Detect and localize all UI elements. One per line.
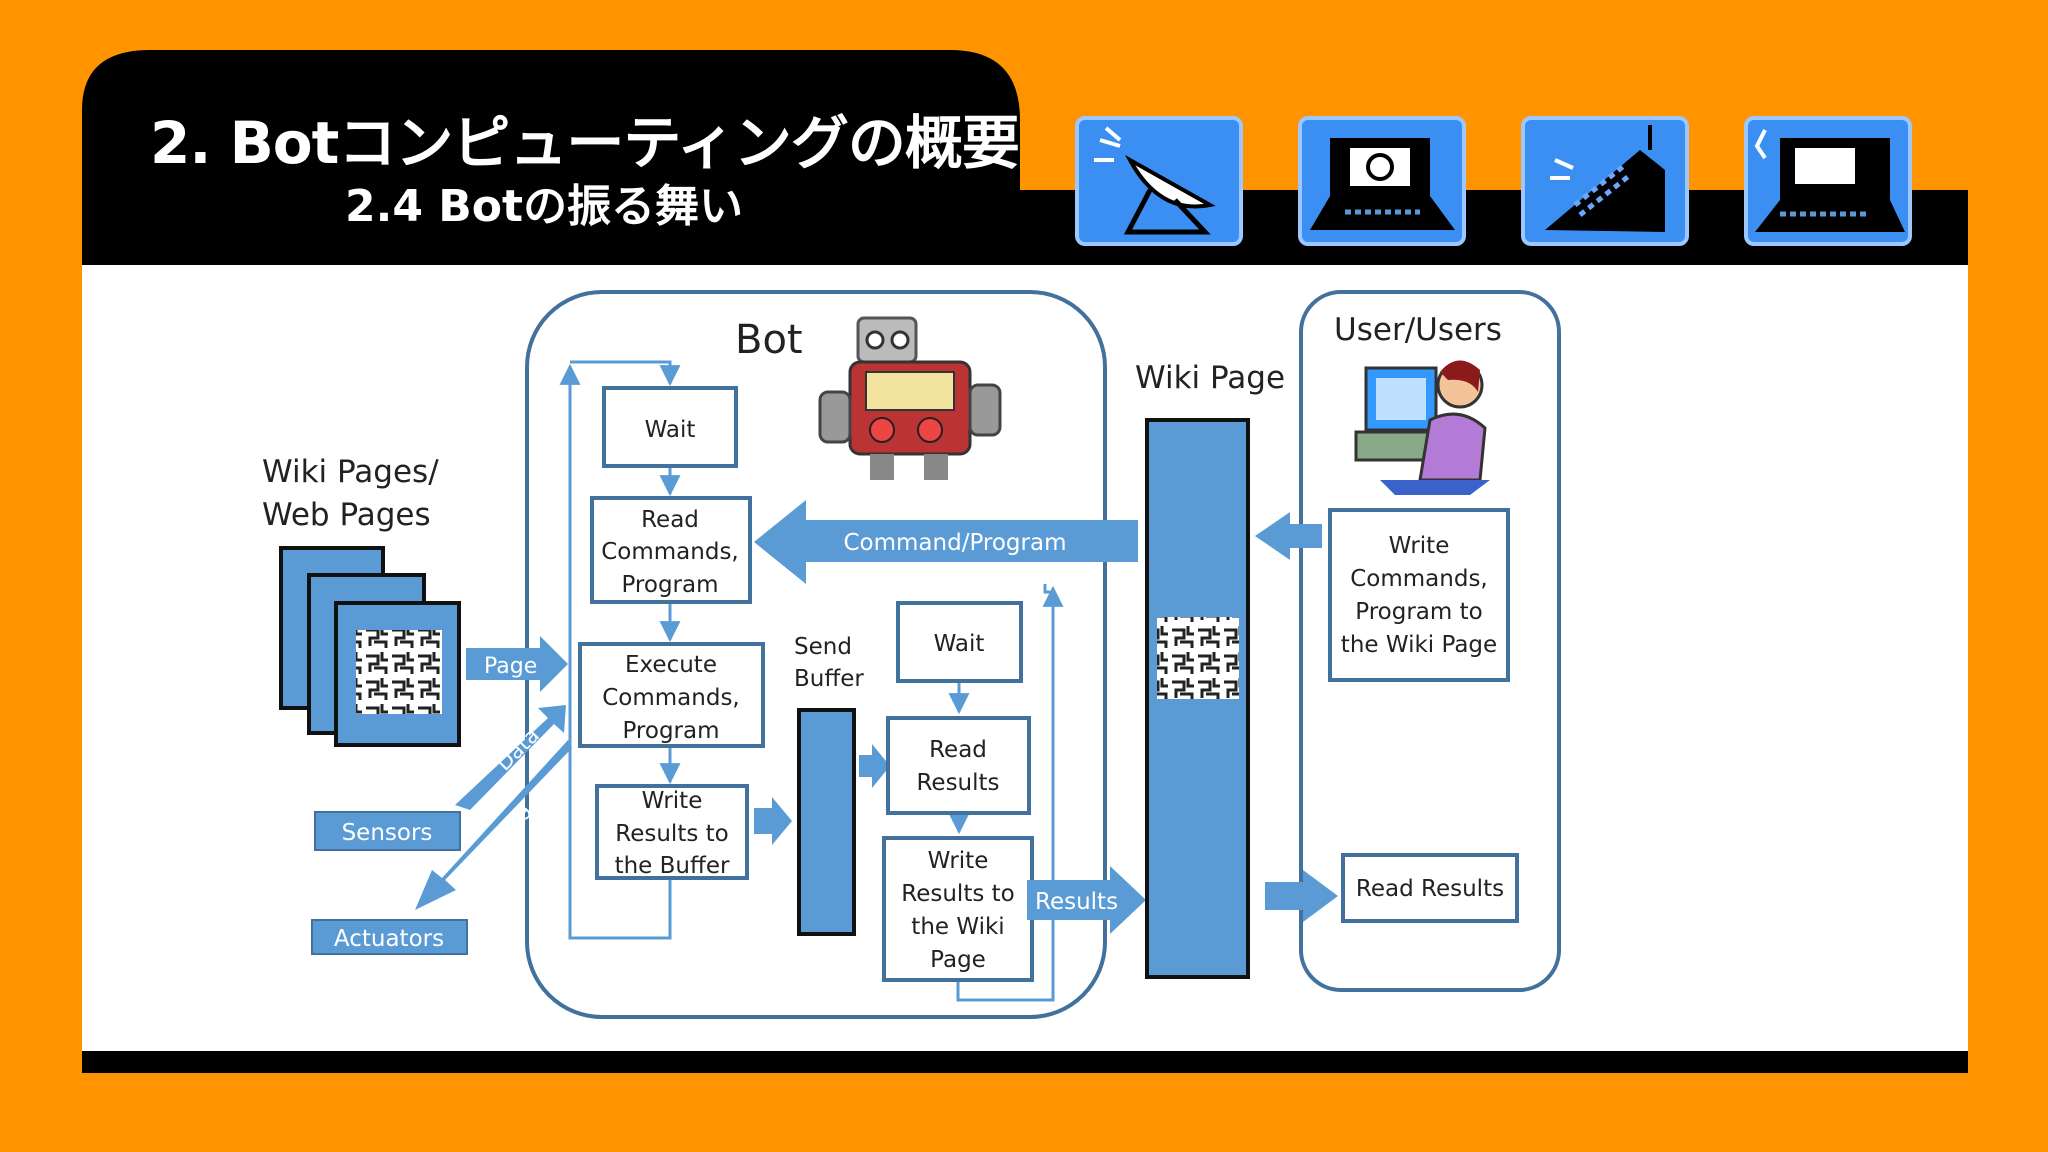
mobile-phone-icon — [1521, 116, 1689, 246]
bot-label: Bot — [735, 317, 803, 363]
user-results-arrow — [1265, 870, 1338, 922]
loop1-write-box — [595, 784, 749, 880]
user-read-label: Read Results — [1356, 876, 1504, 902]
send-buffer-label-line2: Buffer — [794, 666, 864, 692]
loop2-write-line2: Results to — [901, 881, 1014, 907]
wiki-page-pattern — [1157, 617, 1239, 699]
loop1-read-box — [590, 496, 752, 604]
loop2-wait-label: Wait — [934, 631, 985, 657]
loop1-connectors — [559, 360, 681, 940]
loop2-read-line1: Read — [929, 737, 987, 763]
loop1-write-line3: the Buffer — [615, 853, 730, 879]
page-arrow — [466, 636, 568, 692]
page-arrow-label: Page — [484, 654, 537, 679]
loop2-read-line2: Results — [916, 770, 999, 796]
loop1-execute-box — [578, 642, 765, 748]
sensors-box — [314, 811, 461, 851]
results-arrow-label: Results — [1035, 889, 1118, 915]
results-arrow — [1027, 866, 1146, 934]
wiki-pages-label-line1: Wiki Pages/ — [262, 454, 439, 490]
loop2-connectors — [948, 584, 1064, 1002]
loop2-write-line4: Page — [930, 947, 986, 973]
loop2-write-line1: Write — [928, 848, 989, 874]
command-program-arrow — [754, 500, 1138, 584]
loop1-execute-line1: Execute — [625, 652, 717, 678]
satellite-dish-icon — [1075, 116, 1243, 246]
user-at-computer-image — [1354, 360, 1490, 495]
send-buffer-label-line1: Send — [794, 634, 852, 660]
wiki-pages-stack — [279, 546, 461, 747]
loop1-execute-line3: Program — [622, 718, 719, 744]
buffer-to-read-arrow — [859, 744, 890, 788]
sensors-label: Sensors — [342, 820, 433, 846]
loop1-write-line1: Write — [642, 788, 703, 814]
user-read-box — [1341, 853, 1519, 923]
robot-image — [818, 316, 1002, 480]
user-write-line2: Commands, — [1350, 566, 1488, 592]
loop2-wait-box — [896, 601, 1023, 683]
command-program-label: Command/Program — [843, 530, 1066, 556]
loop1-write-line2: Results to — [615, 821, 728, 847]
send-buffer — [797, 708, 856, 936]
user-write-line1: Write — [1389, 533, 1450, 559]
loop1-read-line3: Program — [621, 572, 718, 598]
loop1-read-line1: Read — [641, 507, 699, 533]
actuators-box — [311, 919, 468, 955]
users-label: User/Users — [1334, 312, 1502, 348]
laptop-icon — [1744, 116, 1912, 246]
data-arrow-actuators — [415, 740, 572, 910]
wiki-page-label: Wiki Page — [1135, 360, 1285, 396]
slide-subtitle: 2.4 Botの振る舞い — [345, 181, 744, 232]
loop1-read-line2: Commands, — [601, 539, 739, 565]
loop2-write-line3: the Wiki — [911, 914, 1004, 940]
user-command-arrow — [1255, 512, 1322, 560]
loop2-write-box — [882, 836, 1034, 982]
slide-title: 2. Botコンピューティングの概要 — [150, 109, 1020, 177]
user-write-line4: the Wiki Page — [1341, 632, 1497, 658]
data-arrow-sensors — [455, 705, 566, 810]
loop1-wait-box — [602, 386, 738, 468]
users-container — [1299, 290, 1561, 992]
actuators-label: Actuators — [334, 926, 444, 952]
user-write-line3: Program to — [1355, 599, 1482, 625]
email-computer-icon — [1298, 116, 1466, 246]
to-buffer-arrow — [754, 797, 792, 845]
loop1-wait-label: Wait — [645, 417, 696, 443]
header-band — [82, 50, 1968, 265]
bottom-bar — [82, 1051, 1968, 1073]
loop1-execute-line2: Commands, — [602, 685, 740, 711]
user-write-box — [1328, 508, 1510, 682]
wiki-pages-label-line2: Web Pages — [262, 497, 431, 533]
loop2-read-box — [886, 716, 1031, 815]
